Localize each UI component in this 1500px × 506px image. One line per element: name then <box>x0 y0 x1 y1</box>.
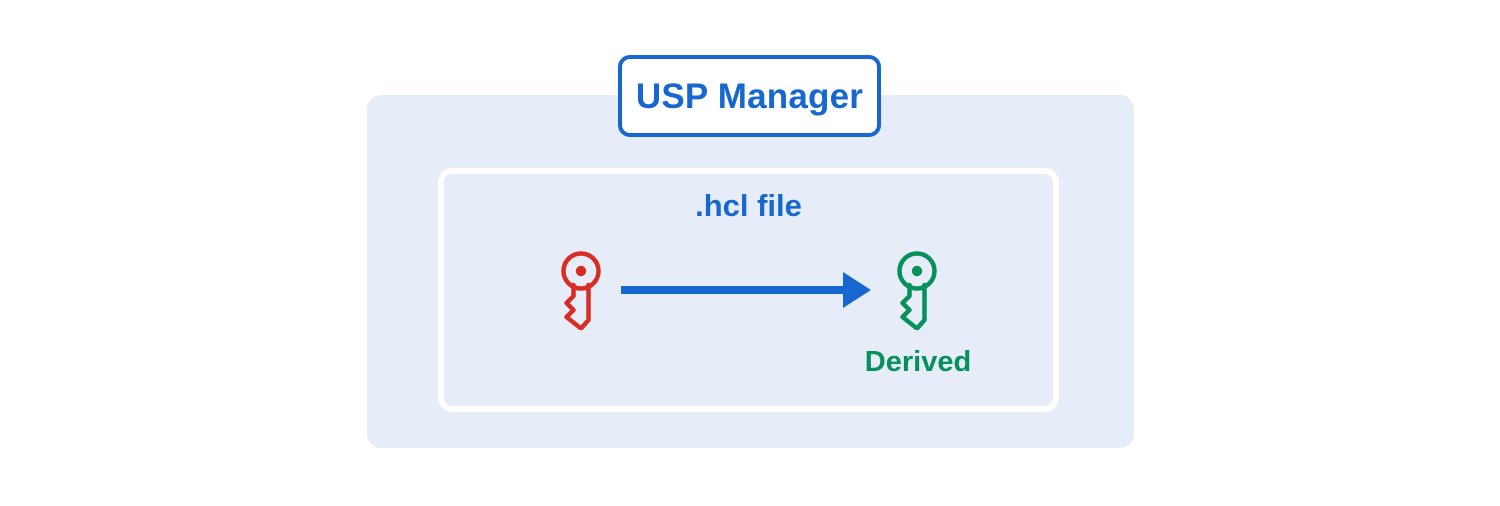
usp-manager-title-chip: USP Manager <box>618 55 881 137</box>
derived-key-icon <box>891 250 943 331</box>
derivation-arrow <box>621 272 871 308</box>
hcl-file-label: .hcl file <box>695 188 802 223</box>
source-key-icon <box>555 250 607 331</box>
key-icon <box>897 251 937 331</box>
derived-key-caption: Derived <box>864 346 972 378</box>
key-icon <box>561 251 601 331</box>
usp-manager-title-label: USP Manager <box>635 76 864 116</box>
